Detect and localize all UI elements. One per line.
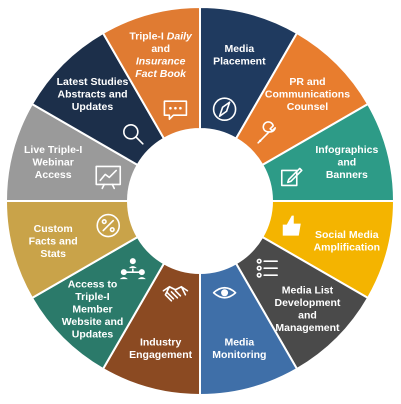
label-italic-text: Fact Book (135, 68, 187, 80)
label-text: Media (224, 337, 254, 349)
eye-icon (212, 286, 237, 299)
label-text: Custom (34, 223, 73, 235)
label-text: Placement (213, 55, 266, 67)
label-text: Access (35, 169, 72, 181)
people-network-icon (119, 258, 146, 280)
label-text: Media (224, 43, 254, 55)
label-text: Website and (62, 316, 124, 328)
edit-icon (280, 167, 303, 187)
label-text: Infographics (315, 144, 378, 156)
label-text: Management (275, 322, 340, 334)
label-text: Monitoring (212, 349, 266, 361)
handshake-icon (162, 285, 189, 302)
label-text: and (337, 157, 356, 169)
label-text: Facts and (29, 235, 78, 247)
label-text: Development (275, 297, 341, 309)
label-text: Latest Studies (57, 76, 129, 88)
label-text: Triple-I (129, 30, 166, 42)
label-text: Member (72, 303, 112, 315)
chart-presentation-icon (95, 165, 122, 190)
label-text: PR and (289, 76, 325, 88)
label-text: Media List (282, 285, 334, 297)
label-text: Engagement (129, 349, 193, 361)
label-text: Webinar (33, 157, 74, 169)
label-italic-text: Daily (167, 30, 193, 42)
label-text: Stats (40, 248, 66, 260)
label-text: Access to (68, 278, 118, 290)
label-text: and (151, 43, 170, 55)
label-text: Counsel (287, 101, 329, 113)
list-icon (256, 258, 278, 278)
label-text: Abstracts and (58, 89, 128, 101)
wheel-center (130, 131, 270, 271)
label-italic-text: Insurance (136, 55, 186, 67)
label-text: Updates (72, 328, 114, 340)
label-text: Live Triple-I (24, 144, 82, 156)
percent-icon (96, 213, 121, 238)
compass-icon (212, 97, 237, 122)
label-text: Updates (72, 101, 114, 113)
label-text: Amplification (314, 242, 381, 254)
magnifier-icon (123, 124, 144, 145)
label-text: Social Media (315, 229, 379, 241)
segment-wedge (101, 5, 201, 141)
label-text: Industry (140, 337, 182, 349)
thumbs-up-icon (282, 215, 301, 236)
label-text: and (298, 310, 317, 322)
label-text: Communications (265, 89, 350, 101)
speech-bubble-icon (163, 100, 188, 121)
label-text: Triple-I (75, 291, 110, 303)
label-text: Banners (326, 169, 368, 181)
wrench-icon (257, 121, 276, 144)
